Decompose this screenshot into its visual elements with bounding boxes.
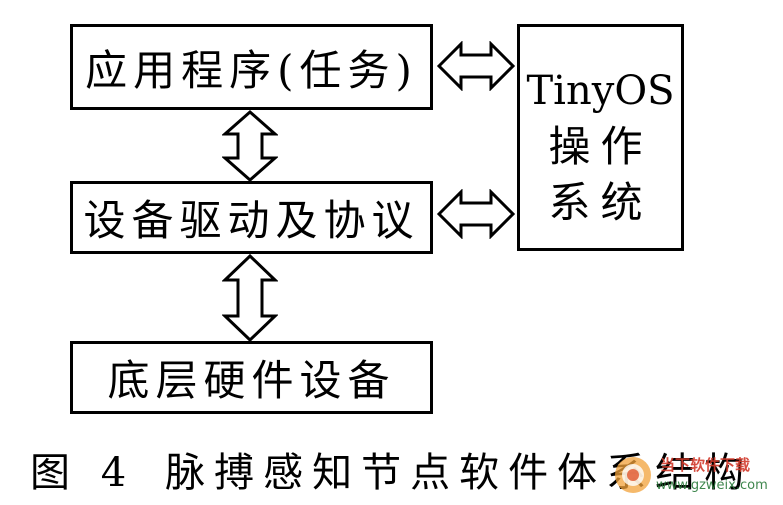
app-driver-double-arrow <box>222 110 278 182</box>
tinyos-box: TinyOS 操作 系统 <box>517 24 684 251</box>
watermark-url: www.gzweix.com <box>656 478 768 493</box>
application-label: 应用程序(任务) <box>85 45 418 95</box>
os-label-line2: 操作 <box>548 122 653 171</box>
os-label-line3: 系统 <box>548 178 653 227</box>
hardware-box: 底层硬件设备 <box>70 341 433 414</box>
figure-number: 图 4 <box>30 450 136 496</box>
application-box: 应用程序(任务) <box>70 24 433 110</box>
hardware-label: 底层硬件设备 <box>107 356 396 405</box>
tinyos-label: TinyOS <box>526 68 675 114</box>
device-driver-box: 设备驱动及协议 <box>70 181 433 254</box>
device-driver-label: 设备驱动及协议 <box>83 196 420 245</box>
watermark-logo-icon <box>615 457 651 493</box>
watermark: 当下软件下载 www.gzweix.com <box>612 448 780 500</box>
driver-os-double-arrow <box>437 189 515 239</box>
app-os-double-arrow <box>437 41 515 91</box>
driver-hardware-double-arrow <box>222 254 278 342</box>
watermark-title: 当下软件下载 <box>660 456 751 474</box>
